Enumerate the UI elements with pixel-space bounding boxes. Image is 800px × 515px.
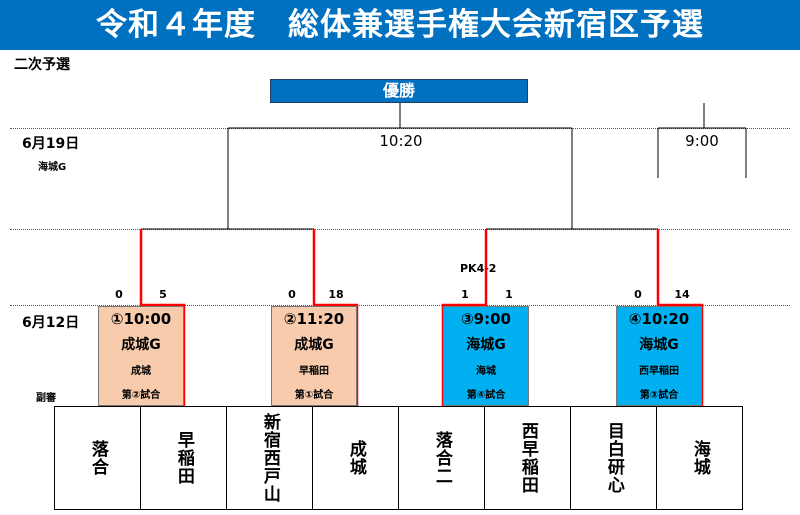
match-time: ④10:20 [628, 310, 690, 328]
score-left: 1 [461, 288, 469, 301]
match-game-label: 第②試合 [121, 390, 161, 401]
team-cell: 落合 [54, 406, 141, 510]
match-game-label: 第③試合 [639, 390, 679, 401]
win-path-match1 [139, 229, 186, 406]
score-right: 14 [674, 288, 690, 301]
page-title: 令和４年度 総体兼選手権大会新宿区予選 [0, 0, 800, 50]
match-box-4: ④10:20 海城G 西早稲田 第③試合 [616, 306, 702, 406]
match-time: ②11:20 [283, 310, 345, 328]
separator-line [10, 229, 790, 230]
team-cell: 落合二 [398, 406, 485, 510]
match-referee: 海城 [476, 366, 496, 377]
team-cell: 新宿西戸山 [226, 406, 313, 510]
team-name: 落合二 [431, 431, 452, 485]
match-venue: 海城G [639, 337, 679, 353]
match-time: ①10:00 [110, 310, 172, 328]
team-cell: 早稲田 [140, 406, 227, 510]
team-name: 早稲田 [173, 431, 194, 485]
team-cell: 成城 [312, 406, 399, 510]
team-name: 新宿西戸山 [259, 413, 280, 503]
semi-date: 6月12日 [22, 315, 80, 331]
match-box-2: ②11:20 成城G 早稲田 第①試合 [271, 306, 357, 406]
score-left: 0 [288, 288, 296, 301]
team-cell: 西早稲田 [484, 406, 571, 510]
team-name: 落合 [87, 440, 108, 476]
match-time: ③9:00 [460, 310, 511, 328]
champion-box: 優勝 [270, 79, 528, 103]
match-venue: 成城G [121, 337, 161, 353]
separator-line [10, 305, 790, 306]
match-referee: 西早稲田 [639, 366, 679, 377]
match-box-3: ③9:00 海城G 海城 第④試合 [443, 306, 529, 406]
win-path-match2 [312, 229, 359, 406]
score-left: 0 [115, 288, 123, 301]
final-time-right: 9:00 [685, 132, 719, 150]
match-box-1: ①10:00 成城G 成城 第②試合 [98, 306, 184, 406]
team-name: 成城 [345, 440, 366, 476]
team-name: 海城 [689, 440, 710, 476]
score-right: 18 [328, 288, 344, 301]
final-time-main: 10:20 [379, 132, 423, 150]
score-right: 5 [159, 288, 167, 301]
team-name: 西早稲田 [517, 422, 538, 494]
win-path-match4 [656, 229, 704, 406]
match-venue: 海城G [466, 337, 506, 353]
score-left: 0 [634, 288, 642, 301]
team-cell: 目白研心 [570, 406, 657, 510]
team-cell: 海城 [656, 406, 743, 510]
match-referee: 成城 [131, 366, 151, 377]
round-label: 二次予選 [14, 57, 70, 73]
score-right: 1 [505, 288, 513, 301]
team-name: 目白研心 [603, 422, 624, 494]
match-venue: 成城G [294, 337, 334, 353]
match-referee: 早稲田 [299, 366, 329, 377]
match-game-label: 第①試合 [294, 390, 334, 401]
final-venue-note: 海城G [38, 162, 67, 173]
final-date: 6月19日 [22, 136, 80, 152]
referee-label: 副審 [36, 393, 56, 404]
match-game-label: 第④試合 [466, 390, 506, 401]
pk-note: PK4-2 [460, 262, 497, 275]
